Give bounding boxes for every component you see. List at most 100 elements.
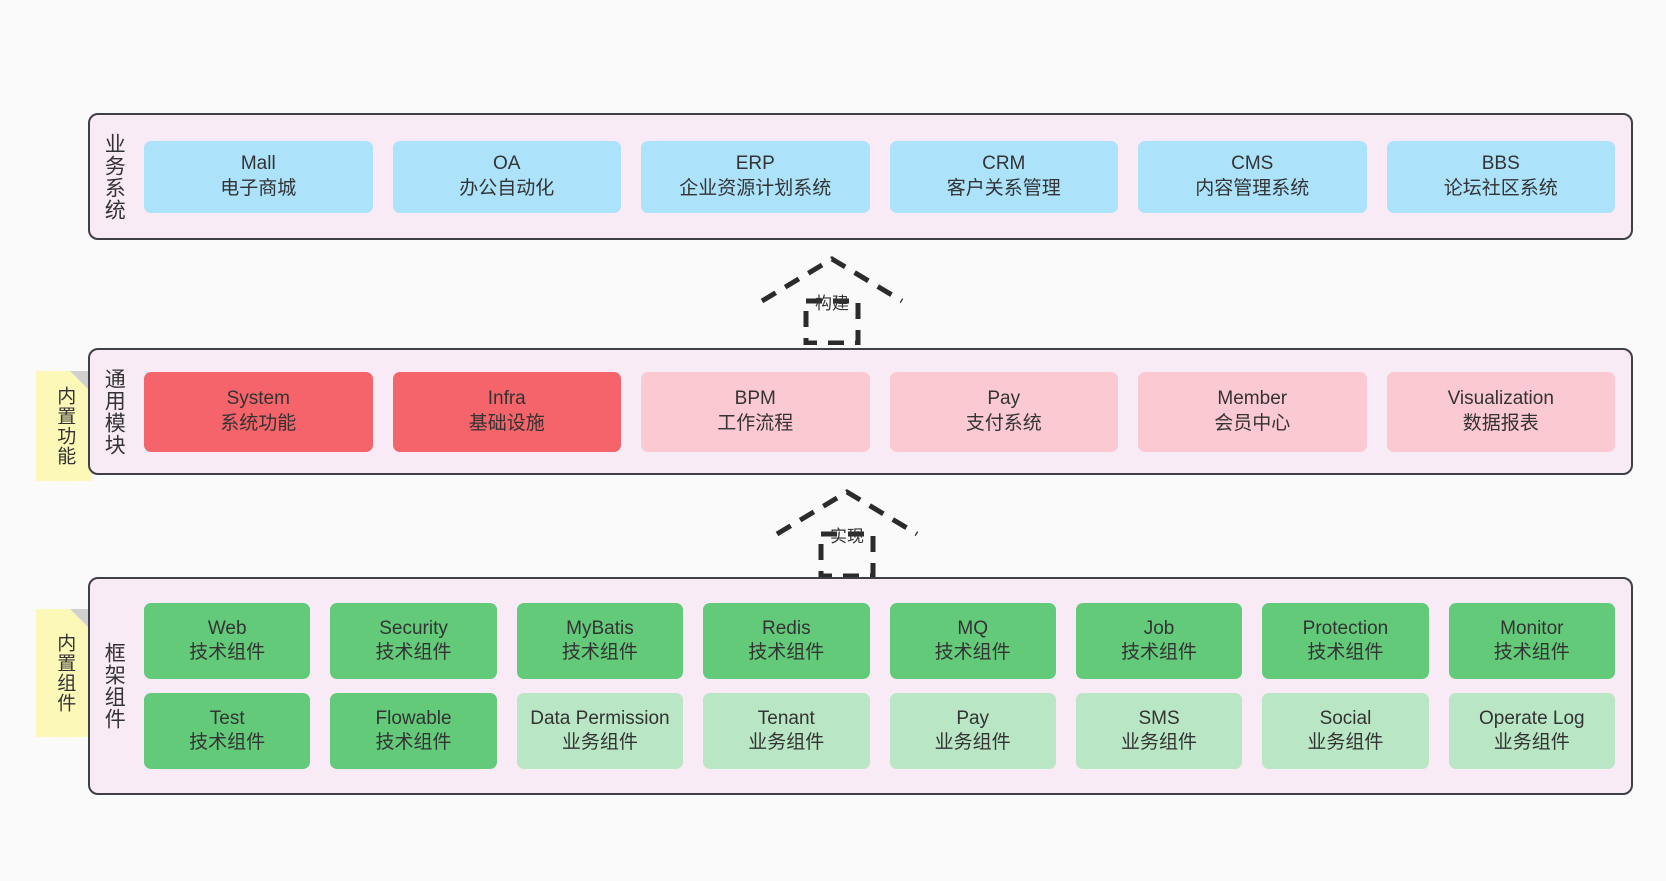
box-mq-subtitle: 技术组件 <box>934 642 1011 663</box>
layer-business-system-label: 业务系统 <box>102 132 126 221</box>
box-erp-title: ERP <box>735 153 775 175</box>
box-bpm[interactable]: BPM 工作流程 <box>641 371 870 452</box>
box-test-title: Test <box>209 707 245 729</box>
box-social-title: Social <box>1319 707 1372 729</box>
box-data-permission-subtitle: 业务组件 <box>561 732 638 753</box>
box-mybatis-title: MyBatis <box>566 617 634 639</box>
box-protection-title: Protection <box>1302 617 1389 639</box>
box-social-subtitle: 业务组件 <box>1307 732 1384 753</box>
connector-realize-label: 实现 <box>830 527 864 546</box>
box-pay-module[interactable]: Pay 支付系统 <box>889 371 1118 452</box>
box-data-permission[interactable]: Data Permission 业务组件 <box>516 693 684 769</box>
box-visualization[interactable]: Visualization 数据报表 <box>1386 371 1615 452</box>
box-mall-subtitle: 电子商城 <box>220 177 297 199</box>
framework-tech-row: Web 技术组件 Security 技术组件 MyBatis 技术组件 Redi… <box>144 603 1615 679</box>
box-flowable[interactable]: Flowable 技术组件 <box>330 693 497 769</box>
box-member-subtitle: 会员中心 <box>1214 412 1291 434</box>
box-test-subtitle: 技术组件 <box>189 732 266 753</box>
box-social[interactable]: Social 业务组件 <box>1262 693 1429 769</box>
box-job-title: Job <box>1143 617 1175 639</box>
note-fold-corner-icon <box>70 609 92 631</box>
box-mall[interactable]: Mall 电子商城 <box>144 140 373 213</box>
box-sms-subtitle: 业务组件 <box>1121 732 1198 753</box>
box-security-title: Security <box>379 617 448 639</box>
box-cms-title: CMS <box>1231 153 1274 175</box>
box-bpm-subtitle: 工作流程 <box>717 412 794 434</box>
box-monitor-subtitle: 技术组件 <box>1493 642 1570 663</box>
box-job-subtitle: 技术组件 <box>1121 642 1198 663</box>
layer-common-module: 通用模块 System 系统功能 Infra 基础设施 BPM 工作流程 Pay… <box>88 348 1633 475</box>
box-test[interactable]: Test 技术组件 <box>144 693 311 769</box>
box-erp-subtitle: 企业资源计划系统 <box>679 177 832 199</box>
business-system-row: Mall 电子商城 OA 办公自动化 ERP 企业资源计划系统 CRM 客户关系… <box>144 140 1615 213</box>
connector-build-label: 构建 <box>815 294 849 313</box>
box-oa-subtitle: 办公自动化 <box>459 177 555 199</box>
box-mybatis[interactable]: MyBatis 技术组件 <box>516 603 684 679</box>
box-bbs-title: BBS <box>1481 153 1520 175</box>
box-visualization-title: Visualization <box>1447 388 1554 410</box>
box-protection-subtitle: 技术组件 <box>1307 642 1384 663</box>
box-job[interactable]: Job 技术组件 <box>1075 603 1243 679</box>
box-pay-component[interactable]: Pay 业务组件 <box>889 693 1056 769</box>
layer-common-module-body: System 系统功能 Infra 基础设施 BPM 工作流程 Pay 支付系统… <box>136 350 1631 473</box>
box-operate-log-title: Operate Log <box>1478 707 1585 729</box>
box-monitor-title: Monitor <box>1500 617 1564 639</box>
box-flowable-subtitle: 技术组件 <box>375 732 452 753</box>
note-builtin-features: 内置功能 <box>36 371 92 481</box>
box-system-subtitle: 系统功能 <box>220 412 297 434</box>
box-erp[interactable]: ERP 企业资源计划系统 <box>641 140 870 213</box>
box-crm-subtitle: 客户关系管理 <box>946 177 1061 199</box>
box-data-permission-title: Data Permission <box>530 707 670 729</box>
box-tenant-title: Tenant <box>757 707 815 729</box>
common-module-row: System 系统功能 Infra 基础设施 BPM 工作流程 Pay 支付系统… <box>144 371 1615 452</box>
note-builtin-components-text: 内置组件 <box>54 633 76 713</box>
box-cms[interactable]: CMS 内容管理系统 <box>1138 140 1367 213</box>
box-infra-title: Infra <box>487 388 526 410</box>
box-bpm-title: BPM <box>734 388 776 410</box>
box-crm-title: CRM <box>982 153 1026 175</box>
box-infra[interactable]: Infra 基础设施 <box>392 371 621 452</box>
box-security-subtitle: 技术组件 <box>375 642 452 663</box>
box-bbs-subtitle: 论坛社区系统 <box>1443 177 1558 199</box>
box-member[interactable]: Member 会员中心 <box>1138 371 1367 452</box>
box-operate-log-subtitle: 业务组件 <box>1493 732 1570 753</box>
layer-business-system: 业务系统 Mall 电子商城 OA 办公自动化 ERP 企业资源计划系统 CRM… <box>88 113 1633 240</box>
box-visualization-subtitle: 数据报表 <box>1462 412 1539 434</box>
box-mybatis-subtitle: 技术组件 <box>561 642 638 663</box>
box-monitor[interactable]: Monitor 技术组件 <box>1448 603 1615 679</box>
box-mq-title: MQ <box>957 617 988 639</box>
box-system[interactable]: System 系统功能 <box>144 371 373 452</box>
box-member-title: Member <box>1217 388 1288 410</box>
box-pay-module-title: Pay <box>987 388 1021 410</box>
layer-framework-component: 框架组件 Web 技术组件 Security 技术组件 MyBatis 技术组件… <box>88 577 1633 795</box>
framework-biz-row: Test 技术组件 Flowable 技术组件 Data Permission … <box>144 693 1615 769</box>
box-protection[interactable]: Protection 技术组件 <box>1262 603 1429 679</box>
connector-build: 构建 <box>757 253 907 345</box>
connector-realize: 实现 <box>772 486 922 578</box>
box-web-subtitle: 技术组件 <box>189 642 266 663</box>
box-sms[interactable]: SMS 业务组件 <box>1075 693 1243 769</box>
box-flowable-title: Flowable <box>375 707 452 729</box>
box-security[interactable]: Security 技术组件 <box>330 603 497 679</box>
box-oa[interactable]: OA 办公自动化 <box>392 140 621 213</box>
box-crm[interactable]: CRM 客户关系管理 <box>889 140 1118 213</box>
box-mq[interactable]: MQ 技术组件 <box>889 603 1056 679</box>
box-operate-log[interactable]: Operate Log 业务组件 <box>1448 693 1615 769</box>
layer-framework-component-body: Web 技术组件 Security 技术组件 MyBatis 技术组件 Redi… <box>136 579 1631 793</box>
box-redis-title: Redis <box>762 617 811 639</box>
box-mall-title: Mall <box>240 153 276 175</box>
box-tenant[interactable]: Tenant 业务组件 <box>703 693 870 769</box>
layer-framework-component-label: 框架组件 <box>102 642 126 730</box>
box-bbs[interactable]: BBS 论坛社区系统 <box>1386 140 1615 213</box>
box-oa-title: OA <box>493 153 521 175</box>
box-redis[interactable]: Redis 技术组件 <box>703 603 870 679</box>
box-web[interactable]: Web 技术组件 <box>144 603 311 679</box>
box-pay-component-subtitle: 业务组件 <box>934 732 1011 753</box>
box-pay-module-subtitle: 支付系统 <box>965 412 1042 434</box>
note-builtin-components: 内置组件 <box>36 609 92 737</box>
note-builtin-features-text: 内置功能 <box>54 386 76 466</box>
note-fold-corner-icon <box>70 371 92 393</box>
layer-business-system-body: Mall 电子商城 OA 办公自动化 ERP 企业资源计划系统 CRM 客户关系… <box>136 115 1631 238</box>
box-tenant-subtitle: 业务组件 <box>748 732 825 753</box>
